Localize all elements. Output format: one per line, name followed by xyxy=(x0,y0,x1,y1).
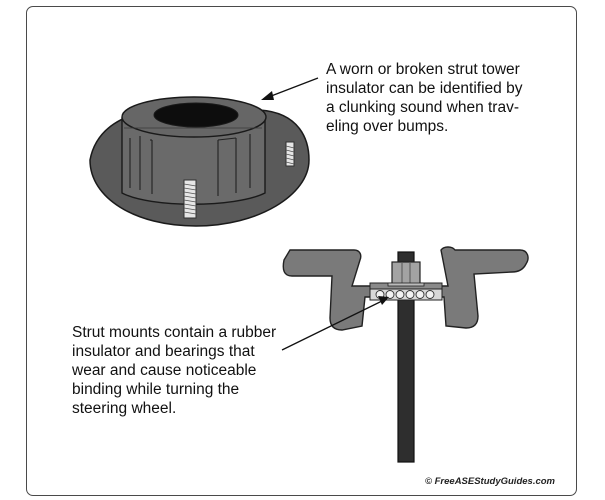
right-mount-bracket xyxy=(431,246,529,329)
copyright-credit: © FreeASEStudyGuides.com xyxy=(424,476,555,487)
strut-mount-cross-section xyxy=(282,246,529,463)
callout-arrow-top xyxy=(261,77,319,100)
callout-line: Strut mounts contain a rubber xyxy=(72,324,277,341)
left-mount-bracket xyxy=(282,249,384,331)
insulator-center-hole xyxy=(153,102,239,128)
callout-line: binding while turning the xyxy=(72,381,240,398)
callout-line: A worn or broken strut tower xyxy=(326,61,520,78)
insulator-callout-text: A worn or broken strut tower insulator c… xyxy=(326,60,536,136)
callout-line: steering wheel. xyxy=(72,400,177,417)
callout-line: insulator and bearings that xyxy=(72,343,255,360)
mounting-stud-right xyxy=(285,141,295,167)
mounting-stud-front xyxy=(183,179,197,219)
insulator-ribs xyxy=(124,127,262,196)
callout-arrow-bottom xyxy=(281,296,389,351)
bearing-balls xyxy=(375,290,435,299)
insulator-body xyxy=(121,117,266,205)
top-nut xyxy=(387,261,425,287)
callout-line: insulator can be identified by xyxy=(326,80,523,97)
callout-line: eling over bumps. xyxy=(326,118,449,135)
callout-line: a clunking sound when trav- xyxy=(326,99,520,116)
strut-tower-insulator xyxy=(89,96,310,227)
strut-stud xyxy=(397,251,415,463)
callout-line: wear and cause noticeable xyxy=(72,362,257,379)
strut-mount-callout-text: Strut mounts contain a rubber insulator … xyxy=(72,323,292,418)
